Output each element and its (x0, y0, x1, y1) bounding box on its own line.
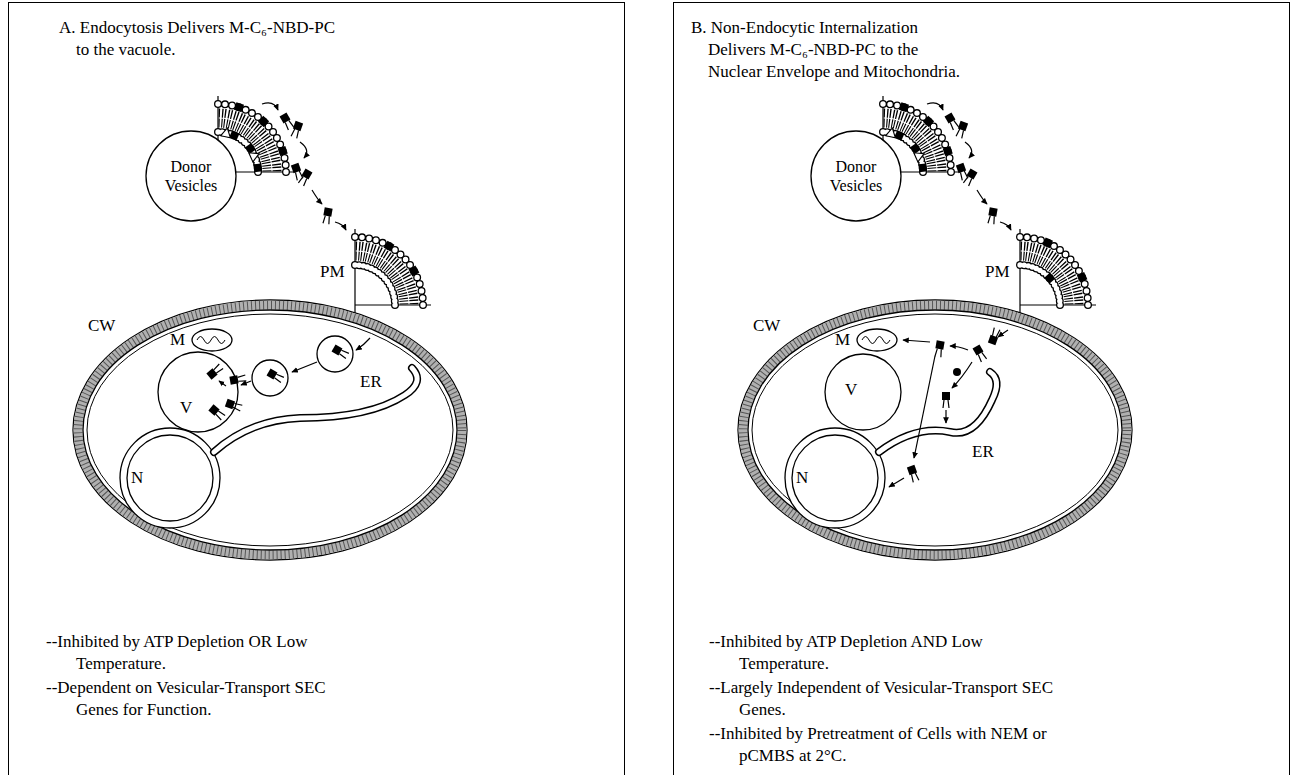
panel-box: A. Endocytosis Delivers M-C₆-NBD-PC to t… (8, 2, 625, 775)
vesicle-outline (145, 130, 237, 222)
cell-b-interior (952, 362, 972, 388)
pm-wedge-a (355, 229, 431, 313)
cell-a-interior (225, 399, 243, 412)
cell-b-interior (879, 372, 997, 452)
part-label: ER (360, 372, 382, 392)
part-label: ER (972, 442, 994, 462)
cell-a-interior (197, 337, 225, 344)
cell-b-interior (903, 340, 930, 342)
cell-a-interior (120, 329, 417, 528)
cell-b-interior (945, 410, 946, 423)
part-label: N (131, 468, 143, 488)
cell-a-interior (208, 404, 225, 420)
cell-a (73, 300, 467, 560)
cell-b-interior (879, 372, 997, 452)
part-label: PM (320, 262, 345, 282)
note-text: --Dependent on Vesicular-Transport SEC G… (46, 677, 361, 721)
cell-b-interior (907, 465, 920, 483)
vesicle-text-holder: Donor Vesicles (820, 157, 892, 195)
part-label: CW (88, 316, 115, 336)
vesicle-label: Donor Vesicles (155, 157, 227, 195)
part-label: N (796, 468, 808, 488)
cell-a-interior (158, 352, 238, 432)
pm-wedge-a (408, 266, 419, 277)
panel-title: A. Endocytosis Delivers M-C₆-NBD-PC to t… (59, 17, 347, 61)
pm-wedge-b (1020, 229, 1096, 313)
part-label: M (835, 330, 850, 350)
cell-b-interior (825, 354, 901, 430)
cell-a-interior (241, 381, 251, 385)
cell-a-interior (252, 360, 288, 396)
cell-b-interior (785, 327, 1008, 528)
note-text: --Inhibited by ATP Depletion AND Low Tem… (709, 631, 1024, 675)
pm-wedge-b (1042, 238, 1053, 249)
vesicle-circle: Donor Vesicles (810, 130, 902, 222)
vesicle-outline (810, 130, 902, 222)
vesicle-label: Donor Vesicles (820, 157, 892, 195)
pm-wedge-b (1077, 272, 1088, 283)
cell-a-interior (192, 329, 232, 351)
vesicle-text-holder: Donor Vesicles (155, 157, 227, 195)
pm-wedge-a (384, 241, 395, 252)
lipid-transfer-b (927, 103, 1011, 230)
cell-a-interior (127, 435, 213, 521)
vesicle-outline (811, 131, 901, 221)
part-label: CW (753, 316, 780, 336)
cell-b-interior (785, 428, 885, 528)
part-label: M (170, 330, 185, 350)
note-text: --Largely Independent of Vesicular-Trans… (709, 677, 1079, 721)
panel-title: B. Non-Endocytic Internalization Deliver… (691, 17, 976, 83)
pm-wedge-b (1020, 229, 1096, 313)
pm-wedge-b (1044, 273, 1055, 284)
cell-a-interior (206, 363, 223, 379)
cell-b-interior (914, 356, 935, 458)
cell-b-interior (857, 329, 897, 351)
note-text: --Inhibited by ATP Depletion OR Low Temp… (46, 631, 361, 675)
cell-a-interior (120, 428, 220, 528)
cell-a-interior (267, 369, 285, 384)
lipid-transfer-a (262, 103, 346, 230)
cell-b-interior (973, 345, 988, 363)
cell-a-interior (214, 368, 417, 452)
cell-b-interior (934, 340, 945, 357)
part-label: V (180, 398, 192, 418)
part-label: V (845, 380, 857, 400)
cell-a-interior (214, 368, 417, 452)
cell-a-interior (292, 362, 317, 372)
cell-b-interior (862, 337, 890, 344)
cell-a-interior (219, 381, 226, 386)
pm-wedge-a (355, 229, 431, 313)
cell-b-interior (988, 327, 1001, 345)
panel-box: B. Non-Endocytic Internalization Deliver… (673, 2, 1290, 775)
cell-b-interior (950, 346, 968, 350)
cell-a-interior (356, 338, 370, 350)
cell-a-interior (229, 374, 246, 385)
cell-a-interior (317, 336, 353, 372)
cell-b-interior (953, 368, 961, 376)
cell-b-interior (889, 478, 904, 487)
vesicle-circle: Donor Vesicles (145, 130, 237, 222)
part-label: PM (985, 262, 1010, 282)
note-text: --Inhibited by Pretreatment of Cells wit… (709, 723, 1079, 767)
vesicle-outline (146, 131, 236, 221)
cell-a-interior (332, 345, 350, 360)
cell-b-interior (942, 392, 950, 408)
cell-b-interior (792, 435, 878, 521)
cell-b (738, 300, 1132, 560)
